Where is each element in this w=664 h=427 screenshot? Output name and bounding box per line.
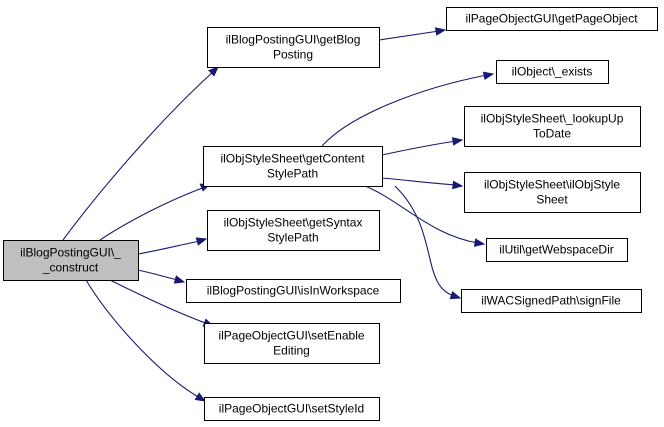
node-label: ilObjStyleSheet\_lookupUp: [481, 112, 624, 126]
node-label: StylePath: [267, 167, 318, 181]
edge-getBlogPosting-to-getPageObject: [378, 27, 447, 41]
arrowhead-icon: [434, 27, 447, 36]
edge-getContentStylePath-to-signFile: [394, 185, 462, 300]
node-getPageObject[interactable]: ilPageObjectGUI\getPageObject: [446, 7, 658, 31]
node-label: _construct: [42, 261, 99, 275]
node-isInWorkspace[interactable]: ilBlogPostingGUI\isInWorkspace: [186, 279, 401, 303]
node-box: [186, 279, 401, 303]
node-label: Posting: [273, 48, 313, 62]
node-box: [204, 397, 380, 421]
node-label: ilObjStyleSheet\getContent: [220, 152, 365, 166]
node-exists[interactable]: ilObject\_exists: [496, 60, 609, 84]
edge-root-to-getSyntaxStylePath: [137, 237, 208, 255]
edge-root-to-isInWorkspace: [137, 269, 186, 284]
node-box: [464, 106, 641, 147]
arrowhead-icon: [208, 66, 219, 77]
node-root[interactable]: ilBlogPostingGUI\__construct: [3, 240, 139, 281]
node-box: [203, 146, 383, 187]
node-label: ilPageObjectGUI\getPageObject: [465, 12, 638, 26]
arrowhead-icon: [451, 137, 464, 146]
arrowhead-icon: [482, 71, 495, 81]
edge-root-to-setStyleId: [85, 279, 207, 402]
node-ilObjStyleSheet[interactable]: ilObjStyleSheet\ilObjStyleSheet: [464, 172, 641, 213]
node-label: StylePath: [267, 231, 318, 245]
node-label: ilWACSignedPath\signFile: [481, 294, 621, 308]
node-label: ilPageObjectGUI\setEnable: [218, 329, 364, 343]
node-label: ilObject\_exists: [512, 65, 593, 79]
node-signFile[interactable]: ilWACSignedPath\signFile: [461, 289, 642, 313]
node-label: Sheet: [536, 193, 568, 207]
node-label: Editing: [273, 344, 310, 358]
node-label: ilBlogPostingGUI\getBlog: [226, 33, 361, 47]
node-label: ilUtil\getWebspaceDir: [499, 243, 614, 257]
node-label: ilObjStyleSheet\ilObjStyle: [484, 178, 620, 192]
node-label: ilPageObjectGUI\setStyleId: [219, 402, 364, 416]
arrowhead-icon: [195, 237, 208, 246]
edge-getContentStylePath-to-exists: [321, 71, 495, 147]
node-box: [464, 172, 641, 213]
arrowhead-icon: [173, 275, 186, 284]
node-box: [446, 7, 658, 31]
arrowhead-icon: [473, 238, 486, 247]
edge-root-to-getContentStylePath: [99, 183, 212, 241]
arrowhead-icon: [449, 290, 462, 300]
arrowhead-icon: [194, 392, 207, 402]
node-label: ilBlogPostingGUI\isInWorkspace: [207, 284, 380, 298]
node-box: [204, 323, 380, 364]
node-getWebspaceDir[interactable]: ilUtil\getWebspaceDir: [486, 238, 628, 262]
node-box: [207, 210, 380, 251]
arrowhead-icon: [452, 180, 464, 190]
node-box: [496, 60, 609, 84]
edge-getContentStylePath-to-lookupUpToDate: [381, 137, 464, 156]
edge-root-to-getBlogPosting: [62, 66, 219, 241]
node-label: ilObjStyleSheet\getSyntax: [224, 216, 363, 230]
node-label: ilBlogPostingGUI\_: [20, 246, 121, 260]
node-box: [207, 27, 380, 68]
node-setStyleId[interactable]: ilPageObjectGUI\setStyleId: [204, 397, 380, 421]
node-box: [486, 238, 628, 262]
node-box: [3, 240, 139, 281]
node-label: ToDate: [533, 127, 571, 141]
edge-getContentStylePath-to-ilObjStyleSheet: [381, 177, 464, 190]
node-box: [461, 289, 642, 313]
